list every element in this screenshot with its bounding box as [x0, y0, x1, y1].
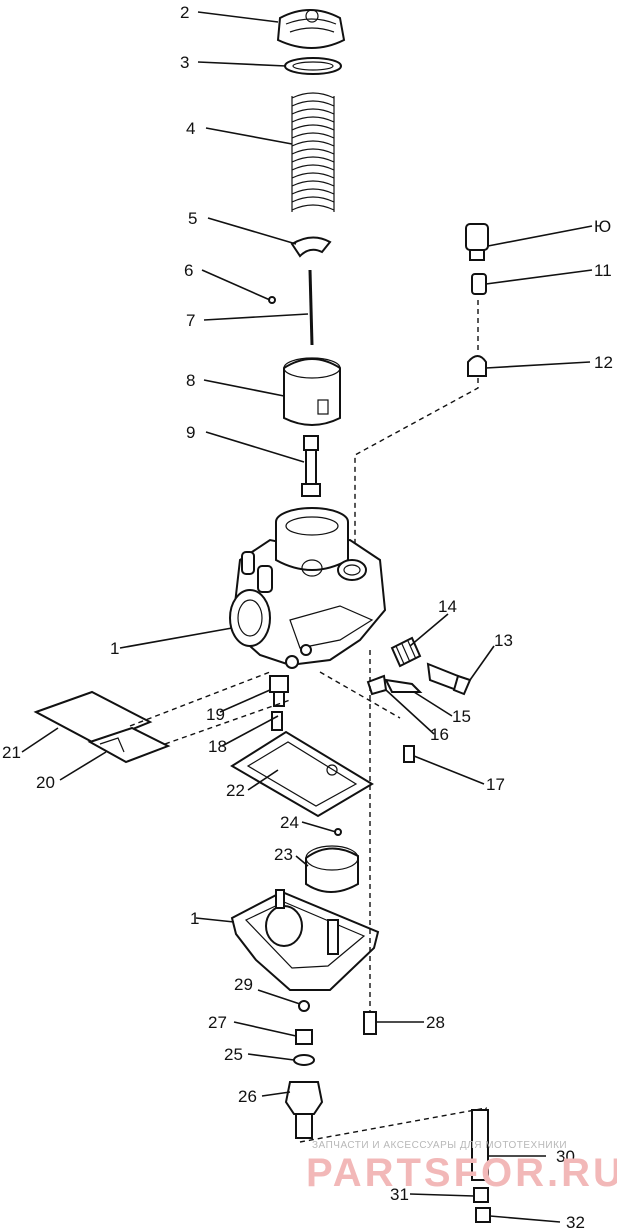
part-tube-clamp — [473, 1187, 489, 1203]
part-bowl-screw — [363, 1011, 377, 1035]
part-drain-jet — [295, 1029, 313, 1045]
part-holder-plate — [87, 726, 171, 764]
label-16: 16 — [430, 725, 449, 744]
label-23: 23 — [274, 845, 293, 864]
label-9: 9 — [186, 423, 195, 442]
part-cable-boot — [467, 355, 487, 377]
leader-lines — [21, 11, 593, 1223]
label-25: 25 — [224, 1045, 243, 1064]
label-12: 12 — [594, 353, 613, 372]
label-7: 7 — [186, 311, 195, 330]
part-pilot-spring — [366, 674, 388, 696]
linkage-guide-line — [129, 671, 401, 745]
part-tube-cap — [475, 1207, 491, 1223]
label-27: 27 — [208, 1013, 227, 1032]
part-cap — [276, 9, 346, 49]
label-15: 15 — [452, 707, 471, 726]
label-24: 24 — [280, 813, 299, 832]
watermark-brand: PARTSFOR.RU — [306, 1151, 617, 1195]
label-10: Ю — [594, 217, 611, 236]
part-drain-tube — [471, 1109, 489, 1181]
part-float — [305, 845, 359, 893]
part-washer — [298, 1000, 310, 1012]
part-cable-adjuster — [465, 223, 489, 261]
part-spring — [291, 92, 335, 212]
label-22: 22 — [226, 781, 245, 800]
part-slide — [283, 357, 341, 426]
label-28: 28 — [426, 1013, 445, 1032]
part-screw-spring — [390, 636, 422, 668]
part-needle-seat — [271, 711, 283, 731]
label-19: 19 — [206, 705, 225, 724]
cable-guide-line — [354, 300, 479, 565]
label-21: 21 — [2, 743, 21, 762]
label-26: 26 — [238, 1087, 257, 1106]
label-32: 32 — [566, 1213, 585, 1232]
part-lock-nut — [471, 273, 487, 295]
label-30: 30 — [556, 1147, 575, 1166]
watermark-caption: ЗАПЧАСТИ И АКСЕССУАРЫ ДЛЯ МОТОТЕХНИКИ — [312, 1140, 567, 1151]
label-8: 8 — [186, 371, 195, 390]
label-4: 4 — [186, 119, 195, 138]
label-18: 18 — [208, 737, 227, 756]
label-31: 31 — [390, 1185, 409, 1204]
watermark: ЗАПЧАСТИ И АКСЕССУАРЫ ДЛЯ МОТОТЕХНИКИ PA… — [306, 1140, 617, 1195]
label-2: 2 — [180, 3, 189, 22]
label-1-upper: 1 — [110, 639, 119, 658]
label-17: 17 — [486, 775, 505, 794]
part-clip — [290, 236, 332, 258]
part-ring — [284, 57, 342, 75]
part-float-bowl — [230, 889, 380, 991]
label-1-lower: 1 — [190, 909, 199, 928]
part-air-screw — [426, 662, 472, 696]
part-bowl-gasket — [230, 730, 374, 818]
part-o-ring — [293, 1054, 315, 1066]
part-labels: 2 3 4 5 6 7 8 9 Ю 11 12 1 14 13 15 16 17… — [2, 3, 613, 1232]
label-29: 29 — [234, 975, 253, 994]
label-3: 3 — [180, 53, 189, 72]
label-13: 13 — [494, 631, 513, 650]
part-needle — [308, 269, 314, 346]
label-20: 20 — [36, 773, 55, 792]
label-5: 5 — [188, 209, 197, 228]
part-float-needle — [269, 675, 289, 707]
label-14: 14 — [438, 597, 457, 616]
part-pilot-screw — [384, 678, 423, 693]
label-11: 11 — [594, 261, 612, 280]
part-carburetor-body — [229, 507, 387, 669]
part-main-jet — [301, 435, 321, 497]
part-body-screw — [403, 745, 415, 763]
label-6: 6 — [184, 261, 193, 280]
part-drain-plug — [284, 1081, 324, 1139]
